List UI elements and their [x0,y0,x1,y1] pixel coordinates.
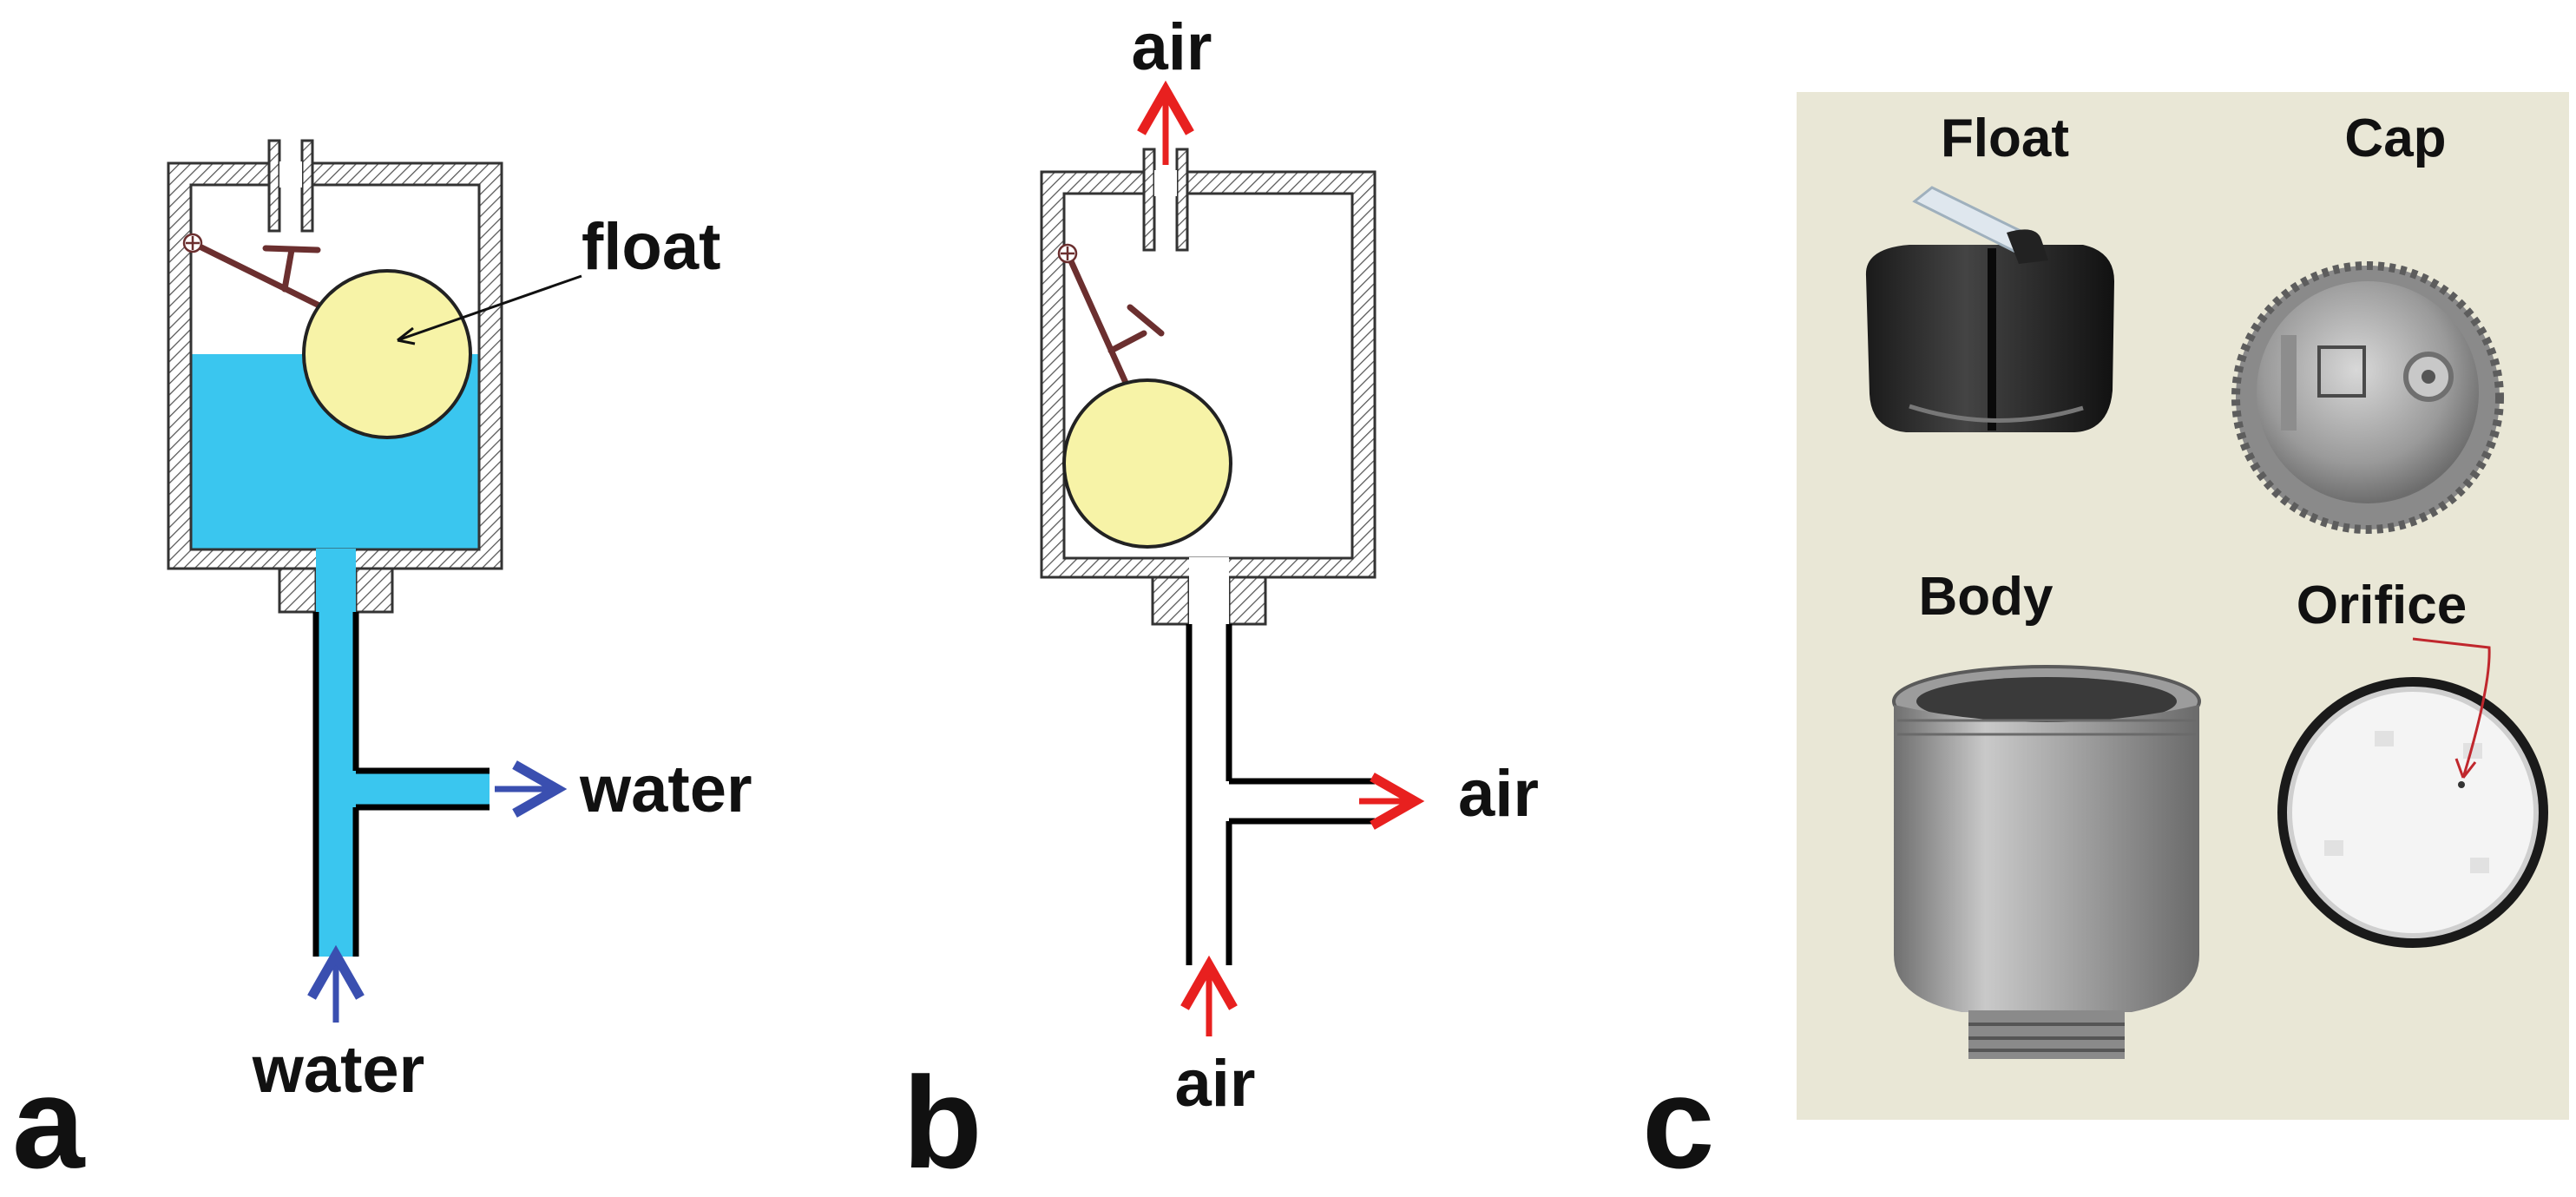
cap-part-image [2231,261,2504,534]
float-part-image [1865,186,2114,432]
air-top-label: air [1132,10,1212,84]
panel-a: float water water a [12,139,752,1195]
lever [1064,250,1165,396]
panel-letter-b: b [903,1049,982,1195]
water-inlet-label: water [252,1033,425,1107]
panel-b: air air air b [903,10,1539,1195]
pipe-walls [1186,624,1375,965]
vent-tube-left-wall [1142,148,1156,252]
chamber-wall [167,161,503,570]
chamber-wall [1040,170,1377,579]
float-label: float [582,210,720,284]
photo-label-cap: Cap [2344,109,2446,168]
photo-label-body: Body [1919,567,2054,627]
pivot-icon [182,233,203,253]
vent-tube-right-wall [1175,148,1189,252]
orifice-part-image [2277,677,2548,948]
body-part-image [1892,665,2201,1059]
neck-left [1151,575,1191,626]
air-inlet-label: air [1175,1047,1256,1121]
panel-letter-c: c [1642,1049,1714,1195]
panel-c: Float Cap [1642,92,2569,1195]
vent-tube-right-wall [300,139,314,233]
pivot-icon [1057,243,1078,264]
neck-right [1227,575,1267,626]
water-outlet-label: water [579,753,752,826]
air-outlet-label: air [1458,757,1539,831]
neck-left [278,567,318,614]
pipe-water [316,612,490,957]
float-ball [302,269,472,439]
orifice-pointer [2412,637,2491,779]
vent-tube-left-wall [267,139,281,233]
lever [189,240,333,314]
float-pointer [397,274,582,342]
photo-label-orifice: Orifice [2297,575,2467,635]
photo-label-float: Float [1941,109,2069,168]
panel-letter-a: a [12,1049,86,1195]
neck-right [354,567,394,614]
float-ball [1062,378,1232,549]
pipe-walls [312,612,490,957]
